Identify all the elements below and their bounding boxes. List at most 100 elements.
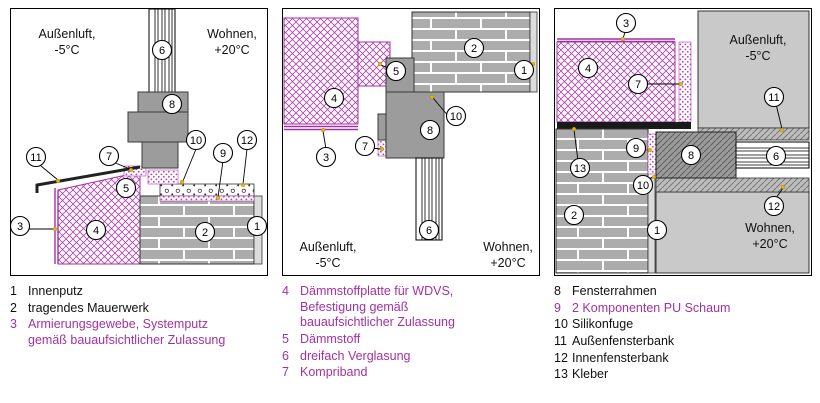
svg-text:8: 8: [169, 99, 175, 111]
legend-item-label: Kompriband: [300, 365, 368, 380]
legend-item-10: 10 Silikonfuge: [554, 317, 812, 333]
svg-text:4: 4: [331, 93, 337, 105]
callout-4: 4: [577, 57, 599, 79]
callout-2: 2: [194, 221, 216, 243]
callout-5: 5: [115, 177, 137, 199]
legend-item-label: Armierungsgewebe, Systemputz gemäß bauau…: [28, 317, 226, 347]
insulation-region: [283, 17, 359, 125]
detail-panel-1: 6 8 7 10 9 12 11 5 3 4 2 1 Außenluft, -5…: [10, 8, 268, 276]
callout-1: 1: [246, 215, 268, 237]
pu-foam: [647, 133, 657, 175]
svg-text:2: 2: [471, 43, 477, 55]
callout-13: 13: [569, 157, 591, 179]
adhesive-layer: [557, 122, 691, 129]
callout-7: 7: [98, 145, 120, 167]
legend-column-2: 4 Dämmstoffplatte für WDVS, Befestigung …: [282, 284, 540, 384]
callout-7: 7: [627, 73, 649, 95]
svg-text:7: 7: [362, 141, 368, 153]
legend-item-3: 3 Armierungsgewebe, Systemputz gemäß bau…: [10, 317, 268, 348]
svg-text:10: 10: [450, 111, 462, 123]
svg-text:8: 8: [427, 125, 433, 137]
legend-item-9: 9 2 Komponenten PU Schaum: [554, 301, 812, 317]
legend-item-number: 4: [282, 284, 289, 298]
inner-plaster: [529, 11, 538, 93]
callout-6: 6: [765, 145, 787, 167]
legend-item-label: Innenfensterbank: [572, 350, 669, 365]
svg-text:-5°C: -5°C: [745, 49, 770, 63]
svg-text:3: 3: [323, 152, 329, 164]
svg-text:6: 6: [426, 225, 432, 237]
callout-8: 8: [680, 144, 702, 166]
inside-air-label: Wohnen, +20°C: [483, 240, 533, 270]
svg-text:12: 12: [768, 201, 780, 213]
legend-item-6: 6 dreifach Verglasung: [282, 349, 540, 365]
legend-item-12: 12 Innenfensterbank: [554, 351, 812, 367]
callout-2: 2: [463, 37, 485, 59]
legend-item-label: 2 Komponenten PU Schaum: [572, 300, 731, 315]
svg-text:-5°C: -5°C: [54, 43, 79, 57]
callout-4: 4: [85, 219, 107, 241]
legend-item-label: Dämmstoffplatte für WDVS, Befestigung ge…: [300, 284, 455, 330]
legend-item-label: Fensterrahmen: [572, 284, 657, 298]
svg-text:+20°C: +20°C: [752, 237, 787, 251]
callout-1: 1: [646, 219, 668, 241]
svg-text:6: 6: [773, 151, 779, 163]
callout-5: 5: [385, 60, 407, 82]
legend-item-label: Dämmstoff: [300, 331, 361, 346]
svg-text:1: 1: [521, 65, 527, 77]
svg-text:6: 6: [159, 45, 165, 57]
legend-item-number: 9: [554, 300, 561, 315]
svg-text:4: 4: [585, 63, 591, 75]
svg-text:1: 1: [654, 225, 660, 237]
svg-text:9: 9: [220, 148, 226, 160]
legend-item-4: 4 Dämmstoffplatte für WDVS, Befestigung …: [282, 284, 540, 331]
svg-text:Außenluft,: Außenluft,: [730, 33, 787, 47]
legend-column-1: 1 Innenputz 2 tragendes Mauerwerk 3 Armi…: [10, 284, 268, 384]
callout-12: 12: [763, 195, 785, 217]
callout-8: 8: [161, 93, 183, 115]
legend-item-label: Kleber: [572, 367, 609, 382]
outside-air-label: Außenluft, -5°C: [300, 240, 357, 270]
outside-air-label: Außenluft, -5°C: [730, 33, 787, 63]
legend-item-1: 1 Innenputz: [10, 284, 268, 300]
legend-item-label: Außenfensterbank: [572, 333, 675, 348]
legend-item-5: 5 Dämmstoff: [282, 332, 540, 348]
svg-text:3: 3: [17, 221, 23, 233]
legend-item-number: 1: [10, 284, 17, 298]
exterior-sill: [35, 165, 141, 193]
callout-2: 2: [563, 204, 585, 226]
svg-text:4: 4: [93, 225, 99, 237]
svg-text:11: 11: [768, 92, 779, 104]
svg-text:+20°C: +20°C: [490, 256, 525, 270]
interior-sill: [655, 177, 810, 193]
pu-foam-layer: [159, 195, 255, 202]
exterior-plaster-lines: [284, 125, 358, 131]
legend-item-number: 6: [282, 348, 289, 363]
legend-item-7: 7 Kompriband: [282, 365, 540, 381]
svg-text:2: 2: [571, 210, 577, 222]
legend-item-8: 8 Fensterrahmen: [554, 284, 812, 300]
svg-text:5: 5: [393, 66, 399, 78]
legend-item-13: 13 Kleber: [554, 367, 812, 383]
leader-lines: [571, 29, 786, 199]
svg-text:Wohnen,: Wohnen,: [483, 240, 533, 254]
legend-item-number: 3: [10, 317, 17, 332]
svg-text:Wohnen,: Wohnen,: [207, 27, 257, 41]
svg-text:3: 3: [623, 18, 629, 30]
legend-item-label: dreifach Verglasung: [300, 348, 411, 363]
detail-panel-2: 4 5 2 1 3 10 7 8 6 Außenluft, -5°C Wohne…: [282, 8, 540, 276]
legend-item-2: 2 tragendes Mauerwerk: [10, 301, 268, 317]
detail-panel-3: 3 4 7 11 13 9 8 6 10 2 1 12 Außenluft, -…: [554, 8, 812, 276]
outside-air-label: Außenluft, -5°C: [39, 27, 96, 57]
callout-12: 12: [236, 129, 258, 151]
inside-air-label: Wohnen, +20°C: [745, 221, 795, 251]
callout-4: 4: [323, 87, 345, 109]
svg-text:9: 9: [633, 143, 639, 155]
outside-air-region: [697, 10, 810, 129]
callout-10: 10: [445, 105, 467, 127]
interior-sill: [159, 183, 255, 197]
legend-item-number: 11: [554, 333, 567, 348]
callout-7: 7: [354, 135, 376, 157]
svg-text:8: 8: [688, 150, 694, 162]
